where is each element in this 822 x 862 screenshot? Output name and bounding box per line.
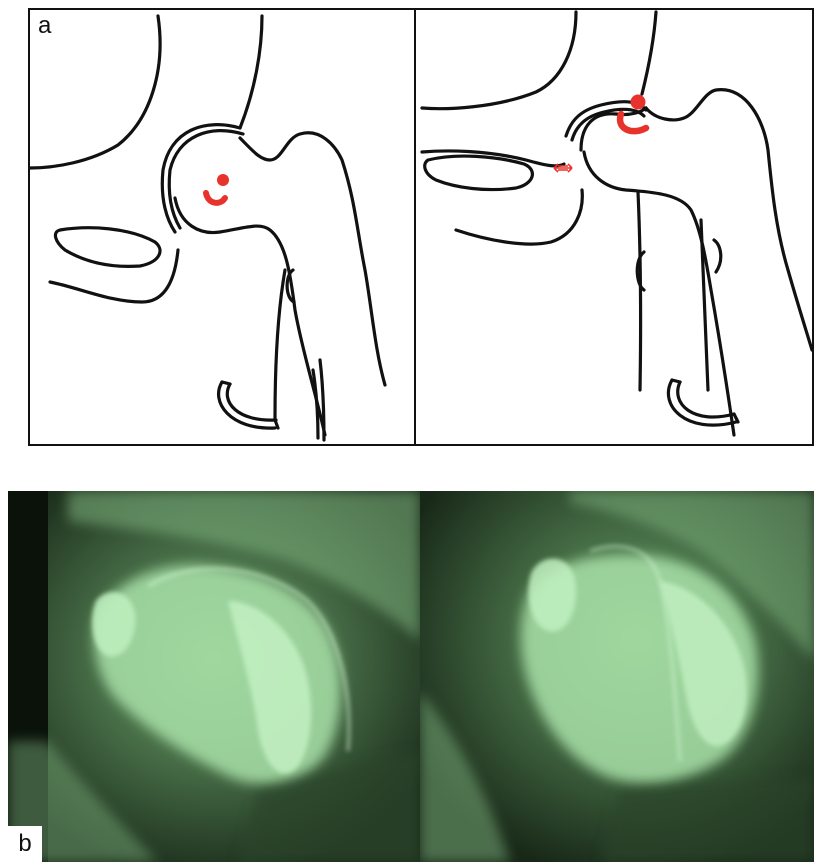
- femoral-head-neck: [646, 90, 812, 350]
- femur-shaft-inner: [275, 270, 285, 418]
- panel-a-label: a: [38, 12, 51, 40]
- ring-fixture-top: [222, 382, 230, 384]
- schematic-right-luxated-hip: [416, 10, 812, 444]
- femur-shaft-inner: [638, 192, 641, 390]
- schematic-left-normal-hip: a: [30, 10, 414, 444]
- radiograph-right-image: [420, 491, 814, 862]
- radiograph-left-image: [8, 491, 420, 862]
- ischium-outline: [456, 190, 582, 244]
- femur-inner-line: [701, 220, 708, 390]
- panel-a-schematic: a: [28, 8, 814, 446]
- highlight-arc-left: [206, 193, 225, 203]
- femoral-head-lower: [584, 152, 734, 435]
- schematic-right-drawing: [416, 10, 812, 444]
- ring-fixture-inner: [227, 384, 276, 420]
- pelvis-acetabulum-rim: [642, 12, 656, 94]
- ring-fixture-top: [672, 380, 680, 382]
- radiograph-left: [8, 491, 420, 862]
- femur-shaft-right-2: [313, 370, 318, 438]
- schematic-left-drawing: [30, 10, 414, 444]
- radiograph-right: [420, 491, 814, 862]
- femoral-head-lower: [175, 198, 325, 435]
- pelvis-ilium-outline: [422, 12, 576, 109]
- panel-b-radiographs: b: [8, 491, 814, 862]
- panel-b-label: b: [8, 826, 42, 862]
- femoral-head-neck: [240, 133, 385, 385]
- displacement-double-arrow: [554, 164, 572, 172]
- trochanter-bump: [714, 240, 721, 272]
- pelvis-acetabulum-rim: [240, 16, 262, 128]
- highlight-dot-left: [217, 174, 229, 186]
- highlight-arc-right: [620, 114, 646, 131]
- highlight-dot-right: [631, 95, 646, 110]
- obturator-foramen: [425, 156, 533, 189]
- obturator-foramen: [55, 228, 160, 267]
